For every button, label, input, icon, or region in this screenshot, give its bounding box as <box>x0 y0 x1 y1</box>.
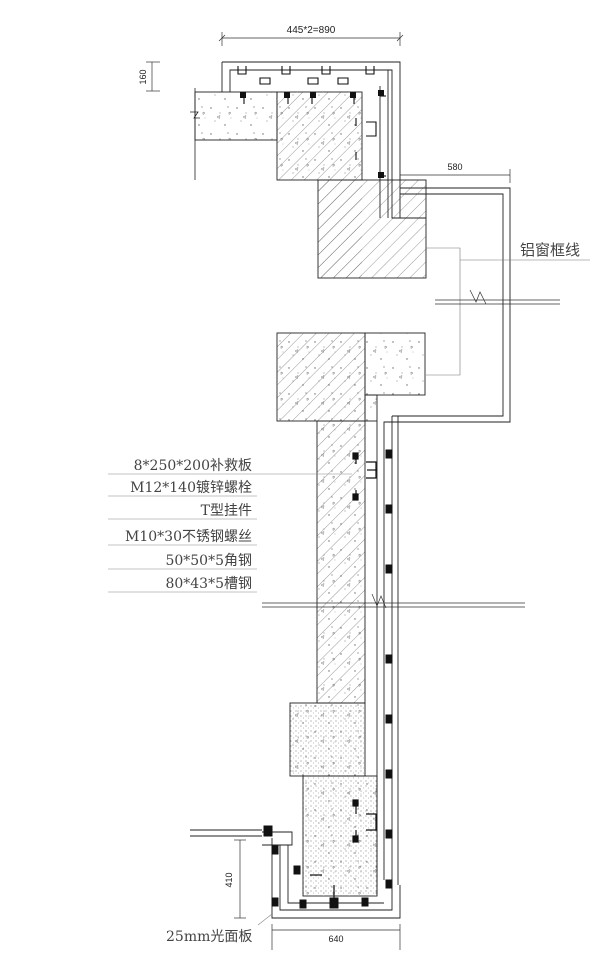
rail-brackets <box>385 449 393 889</box>
top-cladding-frame <box>221 61 511 880</box>
top-width-dimension <box>218 32 404 46</box>
callout-0: 8*250*200补救板 <box>134 458 252 474</box>
top-width-text: 445*2=890 <box>287 25 336 36</box>
callout-5: 80*43*5槽钢 <box>165 576 252 592</box>
top-height-dimension <box>146 61 160 92</box>
callout-3: M10*30不锈钢螺丝 <box>125 529 252 545</box>
bottom-brackets <box>263 825 369 909</box>
callout-1: M12*140镀锌螺栓 <box>130 479 252 496</box>
mid-t-hangers <box>352 452 377 501</box>
bottom-cladding-frame <box>190 829 401 919</box>
floor-slab <box>190 88 278 180</box>
bottom-width-dimension <box>271 924 401 950</box>
bottom-height-text: 410 <box>224 872 234 887</box>
bottom-width-text: 640 <box>328 934 343 944</box>
break-line-upper <box>435 289 560 305</box>
window-frame-leader <box>426 247 590 376</box>
top-beam <box>276 91 427 279</box>
window-frame-label: 铝窗框线 <box>520 241 580 259</box>
break-line-middle <box>262 593 525 609</box>
top-fixing-dots <box>240 90 384 178</box>
bottom-height-dimension <box>234 839 246 919</box>
right-offset-dimension <box>399 169 511 183</box>
bottom-block <box>289 702 378 897</box>
right-offset-text: 580 <box>447 162 462 172</box>
callout-4: 50*50*5角钢 <box>165 553 252 569</box>
middle-column <box>276 332 426 704</box>
panel-label: 25mm光面板 <box>166 929 252 945</box>
bottom-t-hangers <box>310 799 377 898</box>
panel-leader <box>257 913 273 926</box>
callout-lines <box>108 473 352 593</box>
callout-2: T型挂件 <box>201 503 252 519</box>
top-height-text: 160 <box>138 69 148 84</box>
